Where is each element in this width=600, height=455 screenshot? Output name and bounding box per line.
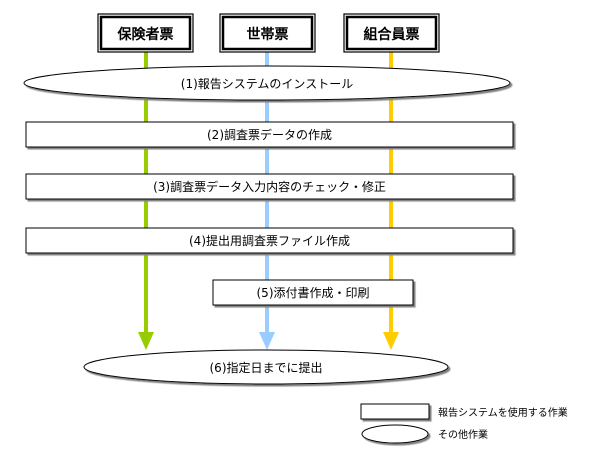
step-4-label: (4)提出用調査票ファイル作成 [189,233,350,248]
header-member-label: 組合員票 [364,26,420,43]
step-4: (4)提出用調査票ファイル作成 [25,227,514,254]
insurer-arrow-head [138,332,154,350]
step-6: (6)指定日までに提出 [83,349,449,385]
legend: 報告システムを使用する作業 その他作業 [360,403,568,444]
legend-ellipse-swatch [361,424,429,444]
step-3-label: (3)調査票データ入力内容のチェック・修正 [153,179,386,194]
legend-rect-label: 報告システムを使用する作業 [438,406,568,419]
step-3: (3)調査票データ入力内容のチェック・修正 [25,173,514,200]
step-2: (2)調査票データの作成 [25,121,514,148]
member-arrow-head [383,332,399,350]
step-1: (1)報告システムのインストール [23,65,511,101]
legend-rect-swatch [360,403,430,420]
step-5-label: (5)添付書作成・印刷 [257,286,370,300]
header-member: 組合員票 [343,13,440,53]
step-1-label: (1)報告システムのインストール [181,77,353,91]
header-household: 世帯票 [219,13,316,53]
legend-ellipse-label: その他作業 [438,428,488,441]
household-arrow-head [259,332,275,350]
step-6-label: (6)指定日までに提出 [210,360,323,375]
header-household-label: 世帯票 [247,26,289,43]
step-5: (5)添付書作成・印刷 [212,279,414,306]
step-2-label: (2)調査票データの作成 [207,127,332,142]
header-insurer-label: 保険者票 [117,26,174,43]
header-insurer: 保険者票 [97,13,194,53]
